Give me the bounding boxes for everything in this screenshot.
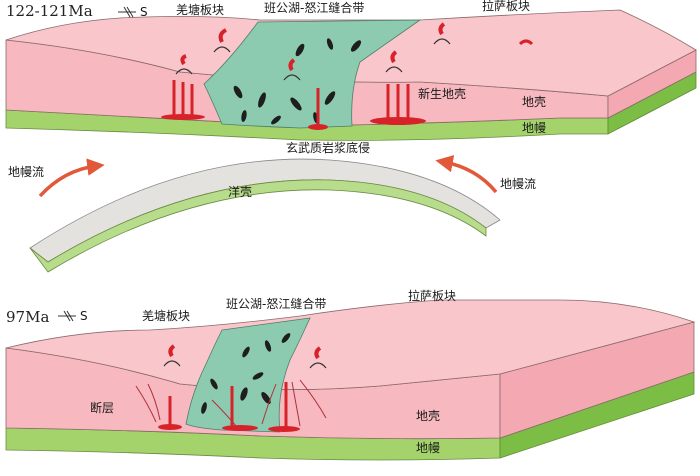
bottom-crust-label: 地壳 xyxy=(416,409,440,423)
top-underplating-label: 玄武质岩浆底侵 xyxy=(286,140,370,155)
bottom-age-label: 97Ma xyxy=(6,308,49,326)
bottom-suture-zone xyxy=(185,317,311,433)
svg-text:S: S xyxy=(140,5,148,19)
svg-text:S: S xyxy=(80,309,88,323)
bottom-fault-label: 断层 xyxy=(90,400,114,415)
top-suture-label: 班公湖-怒江缝合带 xyxy=(264,0,364,15)
bottom-panel: 97Ma S 羌塘板块 班公湖-怒江缝合带 拉萨板块 断层 地壳 地幔 xyxy=(5,288,696,461)
bottom-suture-label: 班公湖-怒江缝合带 xyxy=(226,296,326,311)
ocean-crust-top xyxy=(29,158,501,263)
bottom-mantle-label: 地幔 xyxy=(416,440,440,455)
bottom-magma-conduits xyxy=(168,382,288,428)
top-crust-label: 地壳 xyxy=(522,95,546,109)
top-age-label: 122-121Ma xyxy=(6,2,93,20)
top-volcanoes xyxy=(175,22,534,81)
bottom-magma-pools xyxy=(158,424,300,432)
bottom-qiangtang-label: 羌塘板块 xyxy=(142,308,190,323)
bottom-direction-indicator: S xyxy=(58,309,88,323)
top-direction-indicator: S xyxy=(118,5,148,19)
ocean-slab: 洋壳 xyxy=(29,158,501,273)
ocean-crust-bottom xyxy=(29,179,487,273)
mantle-flow-label-left: 地幔流 xyxy=(8,164,44,179)
top-qiangtang-label: 羌塘板块 xyxy=(176,2,224,17)
mantle-flow-label-right: 地幔流 xyxy=(500,176,536,191)
ocean-crust-label: 洋壳 xyxy=(228,184,252,199)
top-suture-zone xyxy=(203,19,422,129)
bottom-suture-lenses xyxy=(201,333,291,414)
top-magma-pools xyxy=(161,114,426,130)
top-panel: 122-121Ma S 羌塘板块 班公湖-怒江缝合带 拉萨板块 新生地壳 地壳 … xyxy=(5,0,697,155)
bottom-lhasa-label: 拉萨板块 xyxy=(408,288,456,303)
top-mantle-label: 地幔 xyxy=(522,120,546,135)
top-new-crust-label: 新生地壳 xyxy=(418,86,466,101)
top-lhasa-label: 拉萨板块 xyxy=(482,0,530,13)
mantle-flow-arrow-right xyxy=(435,155,498,194)
bottom-volcanoes xyxy=(163,344,327,369)
top-magma-conduits xyxy=(172,80,410,126)
mantle-flow-arrow-left xyxy=(38,158,105,198)
bottom-faults xyxy=(135,379,327,427)
